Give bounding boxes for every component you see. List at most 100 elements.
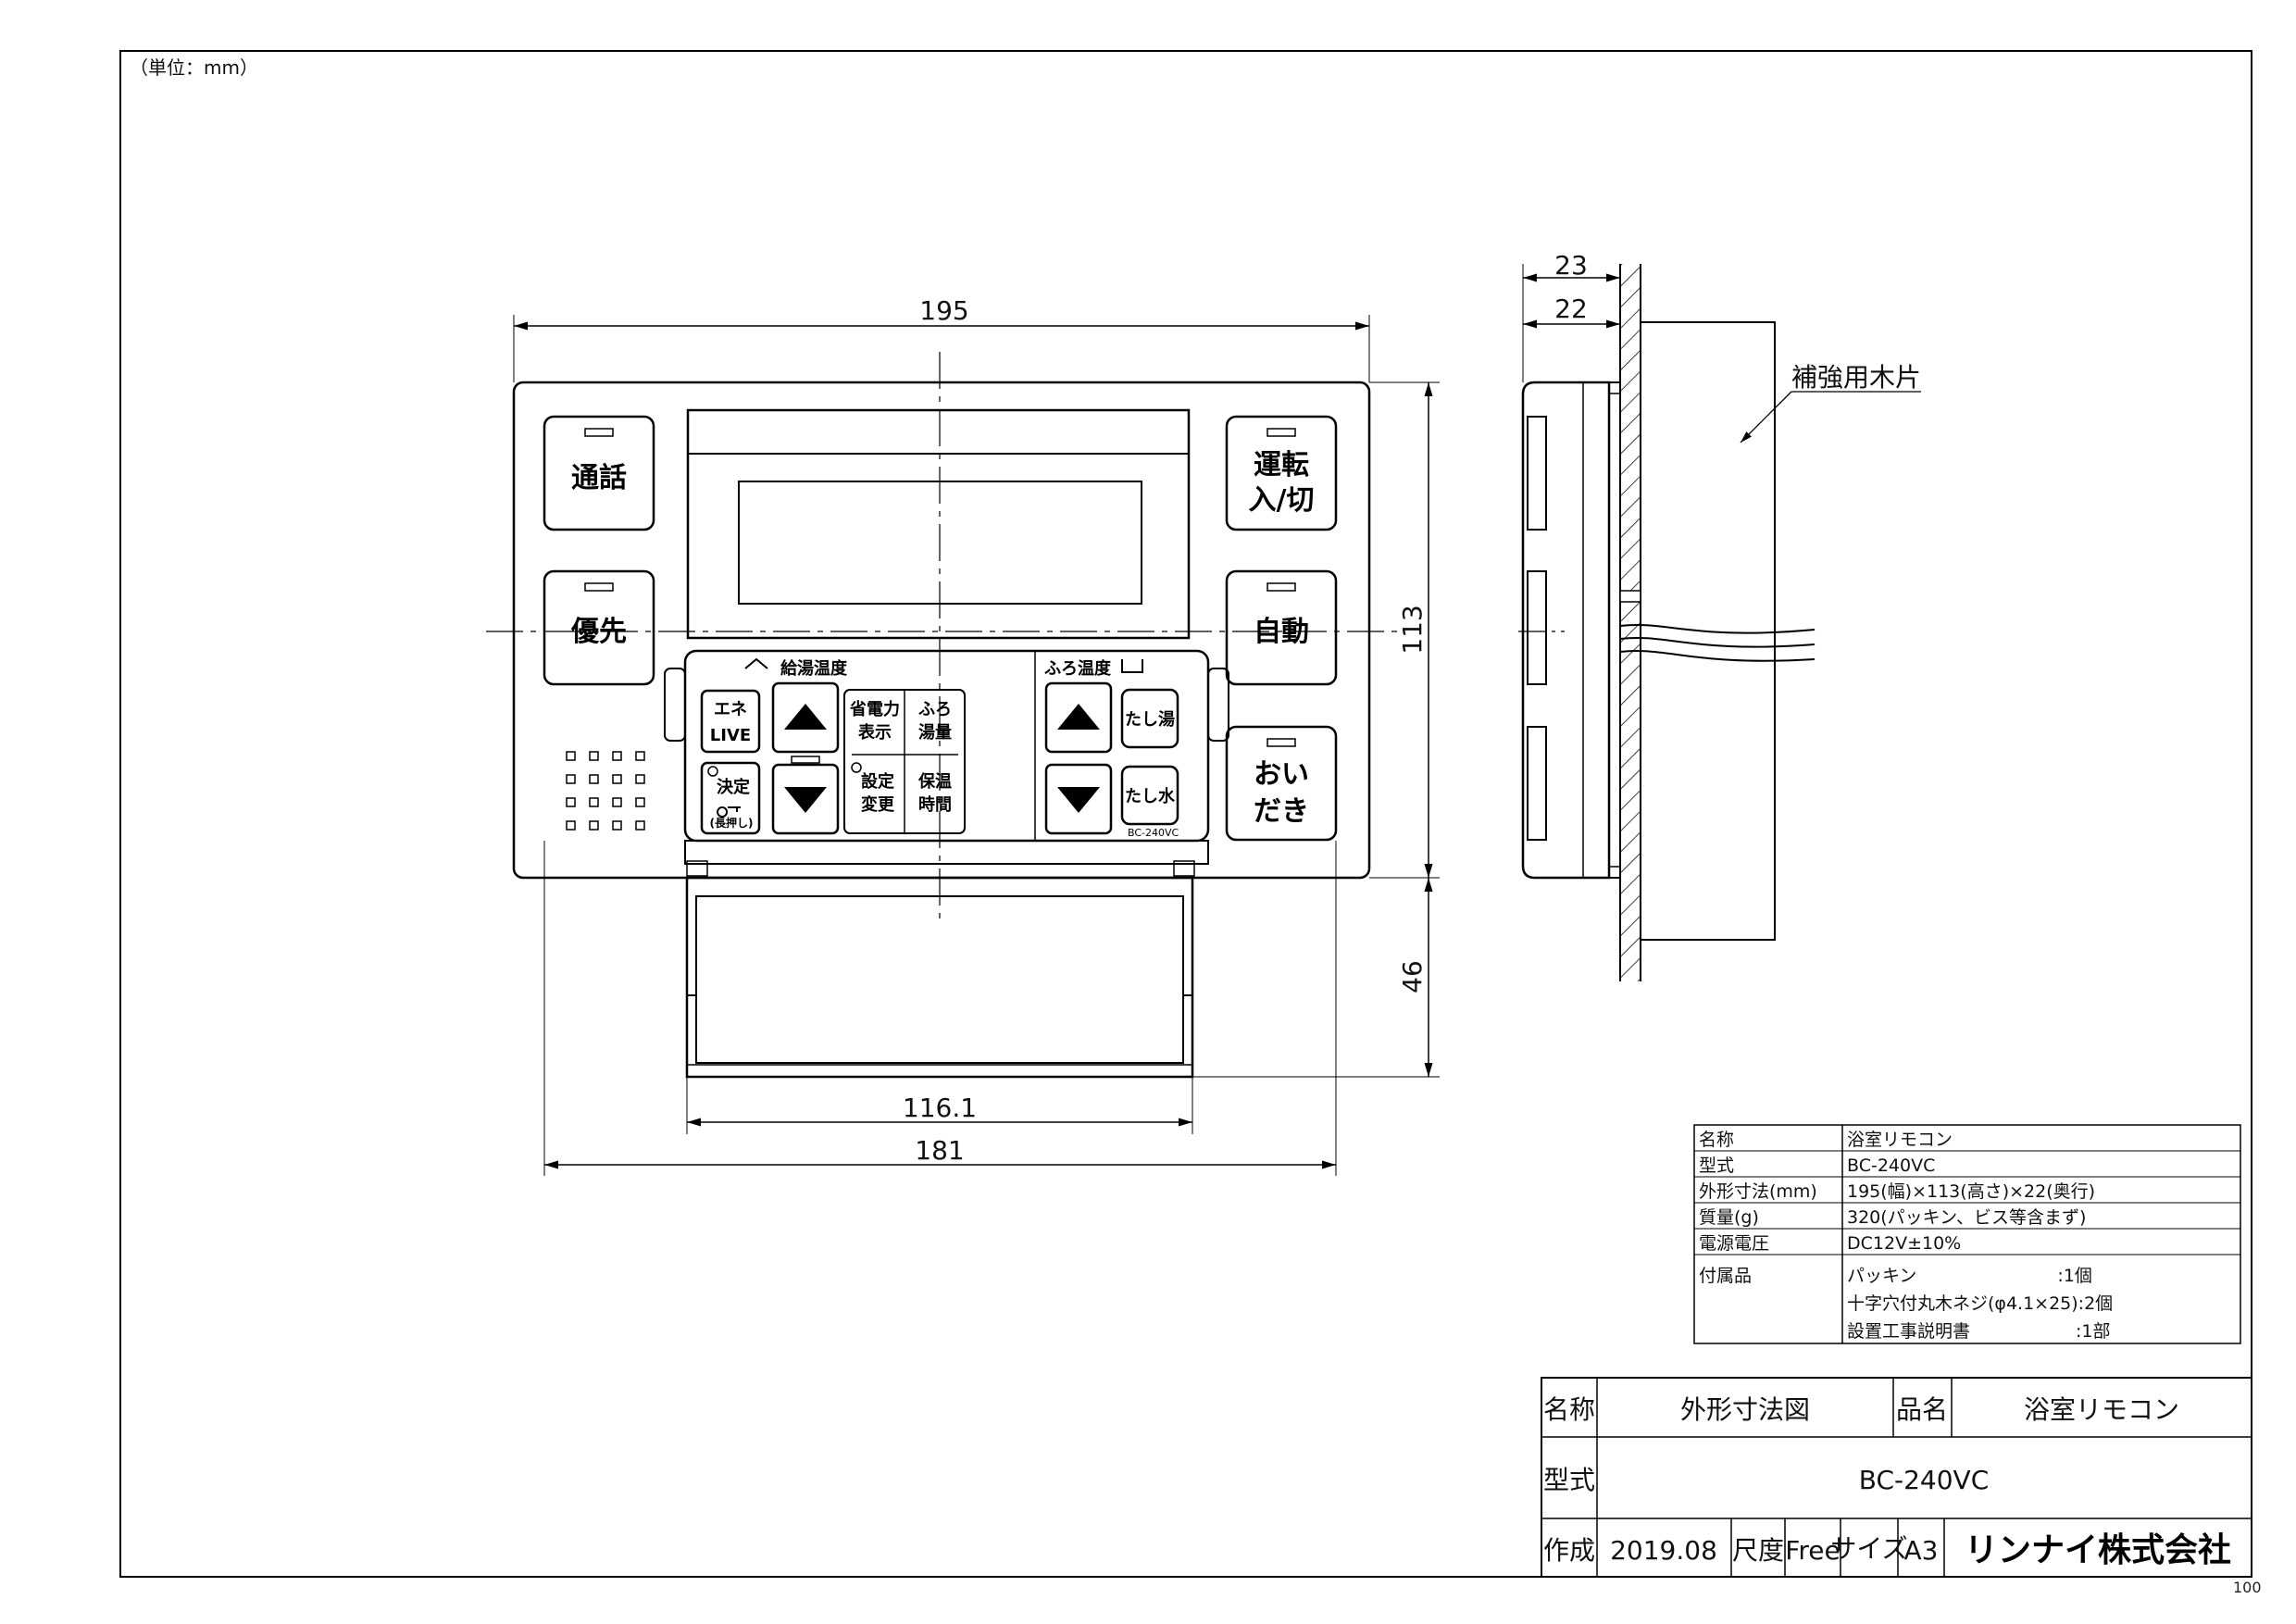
spec-label: 外形寸法(mm): [1699, 1181, 1817, 1202]
svg-text:ふろ温度: ふろ温度: [1044, 658, 1112, 679]
yusen-button[interactable]: 優先: [543, 569, 655, 686]
svg-text:だき: だき: [1254, 795, 1309, 828]
svg-text:通話: 通話: [571, 462, 627, 494]
svg-text:型式: 型式: [1543, 1465, 1595, 1495]
settei-button[interactable]: 設定 変更: [851, 762, 895, 815]
reinforcement-label: 補強用木片: [1791, 362, 1921, 393]
lower-cover: [684, 840, 1209, 1079]
ene-live-button[interactable]: エネ LIVE: [700, 689, 761, 754]
svg-text:2019.08: 2019.08: [1610, 1535, 1717, 1566]
spec-label: 名称: [1699, 1130, 1734, 1150]
svg-text:22: 22: [1554, 294, 1588, 324]
spec-value: 設置工事説明書 :1部: [1847, 1321, 2111, 1342]
svg-text:変更: 変更: [861, 794, 895, 815]
svg-text:46: 46: [1397, 960, 1428, 993]
oidaki-button[interactable]: おい だき: [1225, 725, 1338, 842]
lcd-frame: [686, 408, 1191, 640]
svg-text:表示: 表示: [858, 722, 892, 743]
speaker-grille: [566, 751, 645, 831]
down-arrow-icon: [1057, 787, 1100, 813]
svg-text:LIVE: LIVE: [710, 726, 751, 745]
svg-text:たし湯: たし湯: [1125, 710, 1175, 730]
svg-text:自動: 自動: [1254, 616, 1309, 648]
down-arrow-icon: [784, 787, 827, 813]
corner-note: 100: [2233, 1579, 2262, 1596]
svg-text:時間: 時間: [918, 795, 952, 815]
svg-text:エネ: エネ: [714, 700, 747, 719]
svg-text:Free: Free: [1785, 1535, 1840, 1566]
side-view: 補強用木片 23 22: [1518, 250, 1921, 981]
front-view: 通話 優先 運転 入/切 自動: [486, 295, 1440, 1176]
spec-value: BC-240VC: [1847, 1156, 1935, 1176]
svg-text:A3: A3: [1904, 1535, 1939, 1566]
spec-value: 195(幅)×113(高さ)×22(奥行): [1847, 1181, 2095, 1202]
dim-panel-width: 116.1: [686, 1077, 1193, 1134]
unten-button[interactable]: 運転 入/切: [1225, 415, 1338, 531]
tsuwa-button[interactable]: 通話: [543, 415, 655, 531]
svg-text:195: 195: [919, 295, 968, 326]
kettei-button[interactable]: 決定 (長押し): [700, 761, 761, 835]
svg-text:浴室リモコン: 浴室リモコン: [2024, 1394, 2179, 1425]
title-block: 名称 外形寸法図 品名 浴室リモコン 型式 BC-240VC 作成 2019.0…: [1541, 1377, 2252, 1578]
svg-text:BC-240VC: BC-240VC: [1859, 1465, 1990, 1495]
svg-text:作成: 作成: [1543, 1535, 1595, 1566]
lcd-window: [738, 481, 1142, 605]
svg-text:たし水: たし水: [1125, 786, 1176, 806]
jido-button[interactable]: 自動: [1225, 569, 1338, 686]
svg-text:外形寸法図: 外形寸法図: [1680, 1394, 1810, 1425]
svg-text:116.1: 116.1: [903, 1093, 977, 1123]
company-name: リンナイ株式会社: [1965, 1531, 2231, 1569]
kyuto-up-button[interactable]: [771, 681, 840, 754]
spec-label: 型式: [1699, 1156, 1734, 1176]
furo-down-button[interactable]: [1044, 763, 1113, 835]
svg-text:181: 181: [915, 1135, 964, 1166]
up-arrow-icon: [784, 704, 827, 730]
svg-text:運転: 運転: [1254, 449, 1309, 481]
dim-width: 195: [513, 295, 1370, 382]
spec-value: 浴室リモコン: [1847, 1130, 1953, 1150]
svg-text:決定: 決定: [717, 777, 750, 797]
tashiyu-button[interactable]: たし湯: [1120, 688, 1179, 749]
svg-text:優先: 優先: [570, 616, 627, 648]
key-icon: [717, 806, 741, 818]
furo-up-button[interactable]: [1044, 681, 1113, 754]
svg-text:BC-240VC: BC-240VC: [1128, 827, 1179, 839]
svg-text:尺度: 尺度: [1732, 1535, 1784, 1566]
svg-text:23: 23: [1554, 250, 1588, 281]
svg-text:湯量: 湯量: [918, 722, 952, 743]
spec-value: パッキン :1個: [1847, 1266, 2092, 1286]
unit-note: （単位：mm）: [130, 56, 258, 79]
dim-lower-height: 46: [1192, 878, 1440, 1078]
kyuto-down-button[interactable]: [771, 763, 840, 835]
svg-text:サイズ: サイズ: [1830, 1533, 1907, 1564]
dim-outer-width: 181: [543, 841, 1337, 1176]
spec-table: 名称 浴室リモコン 型式 BC-240VC 外形寸法(mm) 195(幅)×11…: [1693, 1124, 2241, 1344]
cable: [1619, 623, 1816, 662]
svg-text:設定: 設定: [861, 771, 894, 792]
svg-text:(長押し): (長押し): [710, 816, 754, 830]
spec-value: 十字穴付丸木ネジ(φ4.1×25):2個: [1847, 1293, 2113, 1314]
wall-hatch: [1620, 264, 1641, 981]
svg-text:品名: 品名: [1896, 1394, 1948, 1425]
svg-text:入/切: 入/切: [1249, 484, 1315, 517]
drawing-frame: [119, 50, 2252, 1578]
svg-text:名称: 名称: [1543, 1394, 1595, 1425]
tashimizu-button[interactable]: たし水: [1120, 765, 1179, 826]
svg-text:おい: おい: [1254, 758, 1309, 791]
up-arrow-icon: [1057, 704, 1100, 730]
spec-label: 質量(g): [1699, 1207, 1759, 1228]
svg-text:113: 113: [1397, 605, 1428, 654]
shodenryoku-button[interactable]: 省電力 表示: [849, 699, 900, 743]
svg-text:省電力: 省電力: [849, 699, 900, 719]
mid-button-block: [843, 689, 966, 834]
spec-label: 電源電圧: [1699, 1233, 1769, 1254]
spec-value: 320(パッキン、ビス等含まず): [1847, 1207, 2086, 1228]
furo-yuryo-button[interactable]: ふろ 湯量: [918, 700, 952, 743]
svg-text:ふろ: ふろ: [918, 700, 952, 719]
svg-text:給湯温度: 給湯温度: [780, 658, 848, 679]
svg-text:保温: 保温: [917, 771, 952, 792]
hoon-button[interactable]: 保温 時間: [917, 771, 952, 815]
spec-label: 付属品: [1699, 1266, 1752, 1286]
reinforcement-block: [1640, 321, 1776, 941]
